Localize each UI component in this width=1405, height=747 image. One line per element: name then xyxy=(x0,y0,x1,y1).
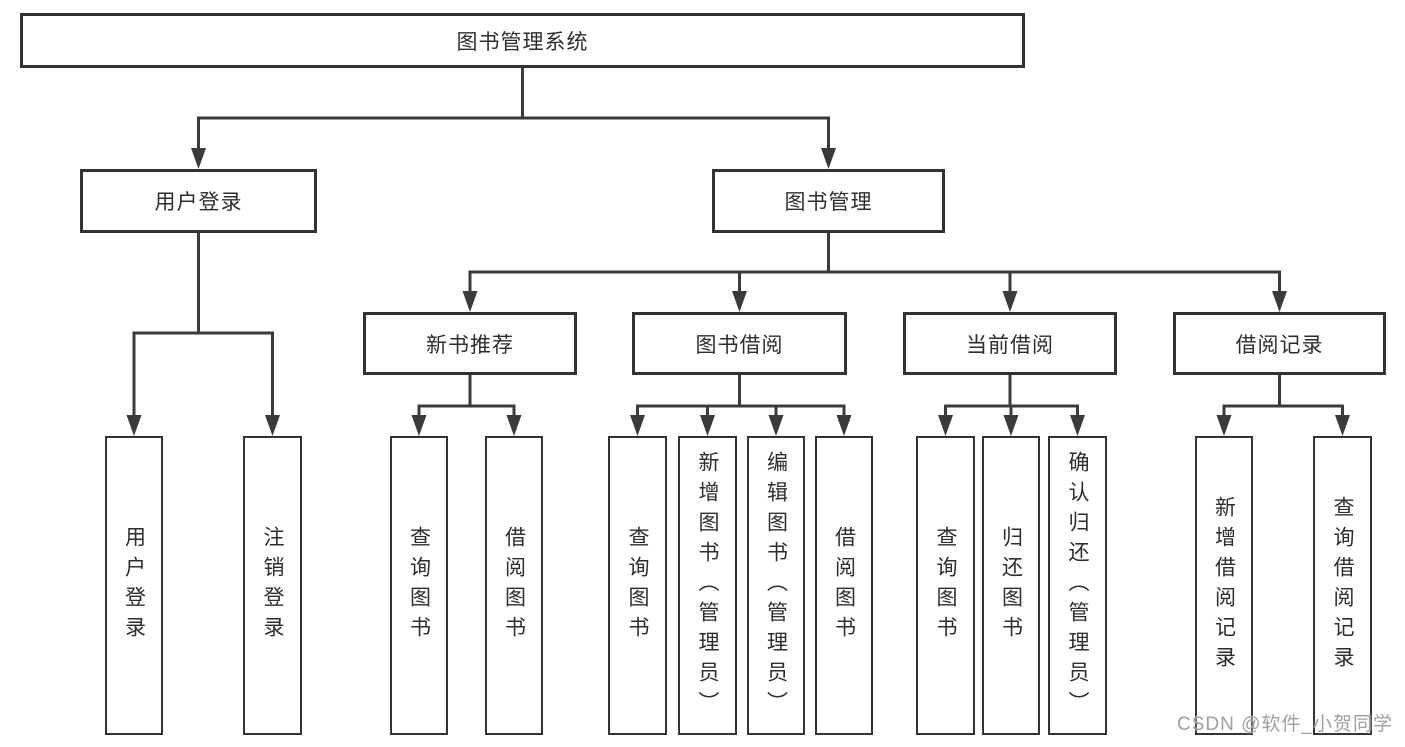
node-label: 图书管理系统 xyxy=(456,30,589,54)
node-query-books-recommend: 查询图书 xyxy=(390,436,448,735)
node-label: 图书借阅 xyxy=(695,333,784,357)
node-library-management-system: 图书管理系统 xyxy=(20,13,1025,68)
node-label: 借阅记录 xyxy=(1235,333,1324,357)
arrowhead-icon xyxy=(938,415,953,436)
arrowhead-icon xyxy=(1002,291,1018,312)
node-add-borrow-record: 新增借阅记录 xyxy=(1195,436,1253,735)
node-label: 确认归还（管理员） xyxy=(1066,450,1089,721)
node-label: 编辑图书（管理员） xyxy=(764,450,788,721)
node-confirm-return-admin: 确认归还（管理员） xyxy=(1048,436,1107,735)
node-label: 新增借阅记录 xyxy=(1212,495,1236,676)
node-book-borrowing: 图书借阅 xyxy=(632,312,847,375)
node-new-book-recommendation: 新书推荐 xyxy=(363,312,577,375)
arrowhead-icon xyxy=(411,415,427,436)
node-label: 借阅图书 xyxy=(502,525,526,646)
arrowhead-icon xyxy=(191,148,206,169)
node-label: 用户登录 xyxy=(154,191,243,214)
arrowhead-icon xyxy=(506,415,522,436)
arrowhead-icon xyxy=(265,415,280,436)
node-borrow-books-recommend: 借阅图书 xyxy=(485,436,543,735)
node-label: 归还图书 xyxy=(999,525,1023,646)
arrowhead-icon xyxy=(1335,415,1350,436)
arrowhead-icon xyxy=(821,148,836,169)
node-edit-books-admin: 编辑图书（管理员） xyxy=(747,436,805,735)
node-label: 新增图书（管理员） xyxy=(696,450,719,721)
arrowhead-icon xyxy=(630,415,645,436)
arrowhead-icon xyxy=(126,415,142,436)
node-logout-action: 注销登录 xyxy=(243,436,302,735)
node-label: 图书管理 xyxy=(784,191,873,214)
node-user-login: 用户登录 xyxy=(80,169,317,233)
node-query-books-borrowing: 查询图书 xyxy=(608,436,667,735)
arrowhead-icon xyxy=(836,415,852,436)
arrowhead-icon xyxy=(732,291,747,312)
arrowhead-icon xyxy=(462,291,478,312)
node-label: 查询借阅记录 xyxy=(1331,495,1354,676)
node-label: 用户登录 xyxy=(122,525,146,646)
arrowhead-icon xyxy=(700,415,715,436)
node-query-books-current: 查询图书 xyxy=(916,436,975,735)
node-borrowing-records: 借阅记录 xyxy=(1173,312,1386,375)
node-label: 新书推荐 xyxy=(426,333,514,357)
node-label: 查询图书 xyxy=(626,525,649,646)
arrowhead-icon xyxy=(1003,415,1019,436)
node-label: 查询图书 xyxy=(934,525,957,646)
node-label: 借阅图书 xyxy=(832,525,856,646)
node-label: 查询图书 xyxy=(407,525,431,646)
arrowhead-icon xyxy=(768,415,784,436)
node-add-books-admin: 新增图书（管理员） xyxy=(678,436,737,735)
arrowhead-icon xyxy=(1216,415,1232,436)
arrowhead-icon xyxy=(1272,291,1287,312)
node-label: 注销登录 xyxy=(261,525,284,646)
node-return-books: 归还图书 xyxy=(982,436,1040,735)
node-query-borrow-record: 查询借阅记录 xyxy=(1313,436,1372,735)
node-user-login-action: 用户登录 xyxy=(105,436,163,735)
arrowhead-icon xyxy=(1070,415,1085,436)
node-current-borrowing: 当前借阅 xyxy=(903,312,1117,375)
node-label: 当前借阅 xyxy=(966,333,1054,357)
node-book-management: 图书管理 xyxy=(712,169,945,233)
node-borrow-books-borrowing: 借阅图书 xyxy=(815,436,873,735)
watermark-text: CSDN @软件_小贺同学 xyxy=(1177,714,1393,735)
